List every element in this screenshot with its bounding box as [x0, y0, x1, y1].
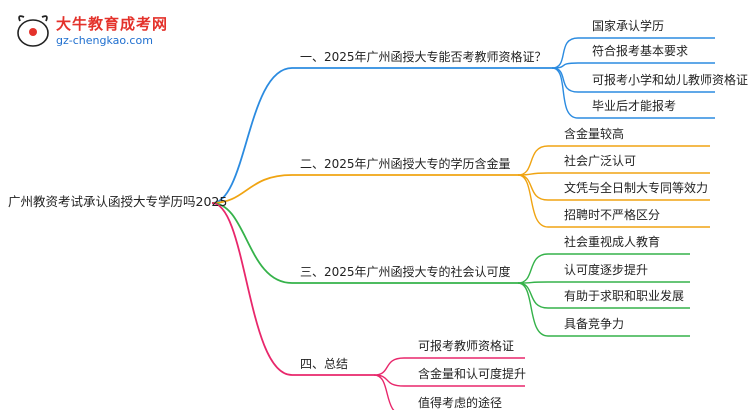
child-connector — [373, 374, 395, 410]
leaf-label: 国家承认学历 — [592, 19, 665, 33]
branch-label: 二、2025年广州函授大专的学历含金量 — [300, 157, 511, 171]
branch-label: 一、2025年广州函授大专能否考教师资格证？ — [300, 50, 547, 64]
leaf-label: 含金量和认可度提升 — [418, 367, 527, 381]
logo-title: 大牛教育成考网 — [56, 15, 169, 33]
branch-label: 三、2025年广州函授大专的社会认可度 — [300, 265, 511, 279]
child-connector — [551, 67, 579, 119]
child-connector — [517, 145, 549, 176]
child-connector — [517, 282, 549, 337]
child-connector — [517, 253, 549, 284]
branch-connector — [211, 67, 293, 204]
leaf-label: 可报考教师资格证 — [418, 339, 515, 353]
child-connector — [551, 67, 579, 93]
leaf-label: 有助于求职和职业发展 — [564, 289, 685, 303]
child-connector — [517, 174, 549, 228]
leaf-label: 认可度逐步提升 — [564, 263, 649, 277]
child-connector — [517, 282, 549, 309]
leaf-label: 符合报考基本要求 — [592, 44, 689, 58]
child-connector — [373, 357, 405, 376]
child-connector — [517, 174, 549, 201]
branch-label: 四、总结 — [300, 357, 349, 371]
leaf-label: 毕业后才能报考 — [592, 99, 677, 113]
leaf-label: 可报考小学和幼儿教师资格证 — [592, 73, 749, 87]
branch-connector — [211, 174, 293, 204]
leaf-label: 含金量较高 — [564, 127, 625, 141]
leaf-label: 社会广泛认可 — [564, 154, 637, 168]
leaf-label: 社会重视成人教育 — [564, 235, 661, 249]
branch-connector — [211, 202, 293, 284]
child-connector — [551, 62, 579, 69]
bull-logo-icon — [17, 15, 49, 47]
branch-connector — [211, 202, 293, 376]
logo-url: gz-chengkao.com — [56, 34, 153, 47]
leaf-label: 具备竞争力 — [564, 317, 625, 331]
site-logo[interactable]: 大牛教育成考网 gz-chengkao.com — [14, 12, 174, 52]
leaf-label: 文凭与全日制大专同等效力 — [564, 181, 709, 195]
leaf-label: 值得考虑的途径 — [418, 396, 503, 410]
root-node: 广州教资考试承认函授大专学历吗2025 — [8, 194, 228, 209]
leaf-label: 招聘时不严格区分 — [564, 208, 661, 222]
